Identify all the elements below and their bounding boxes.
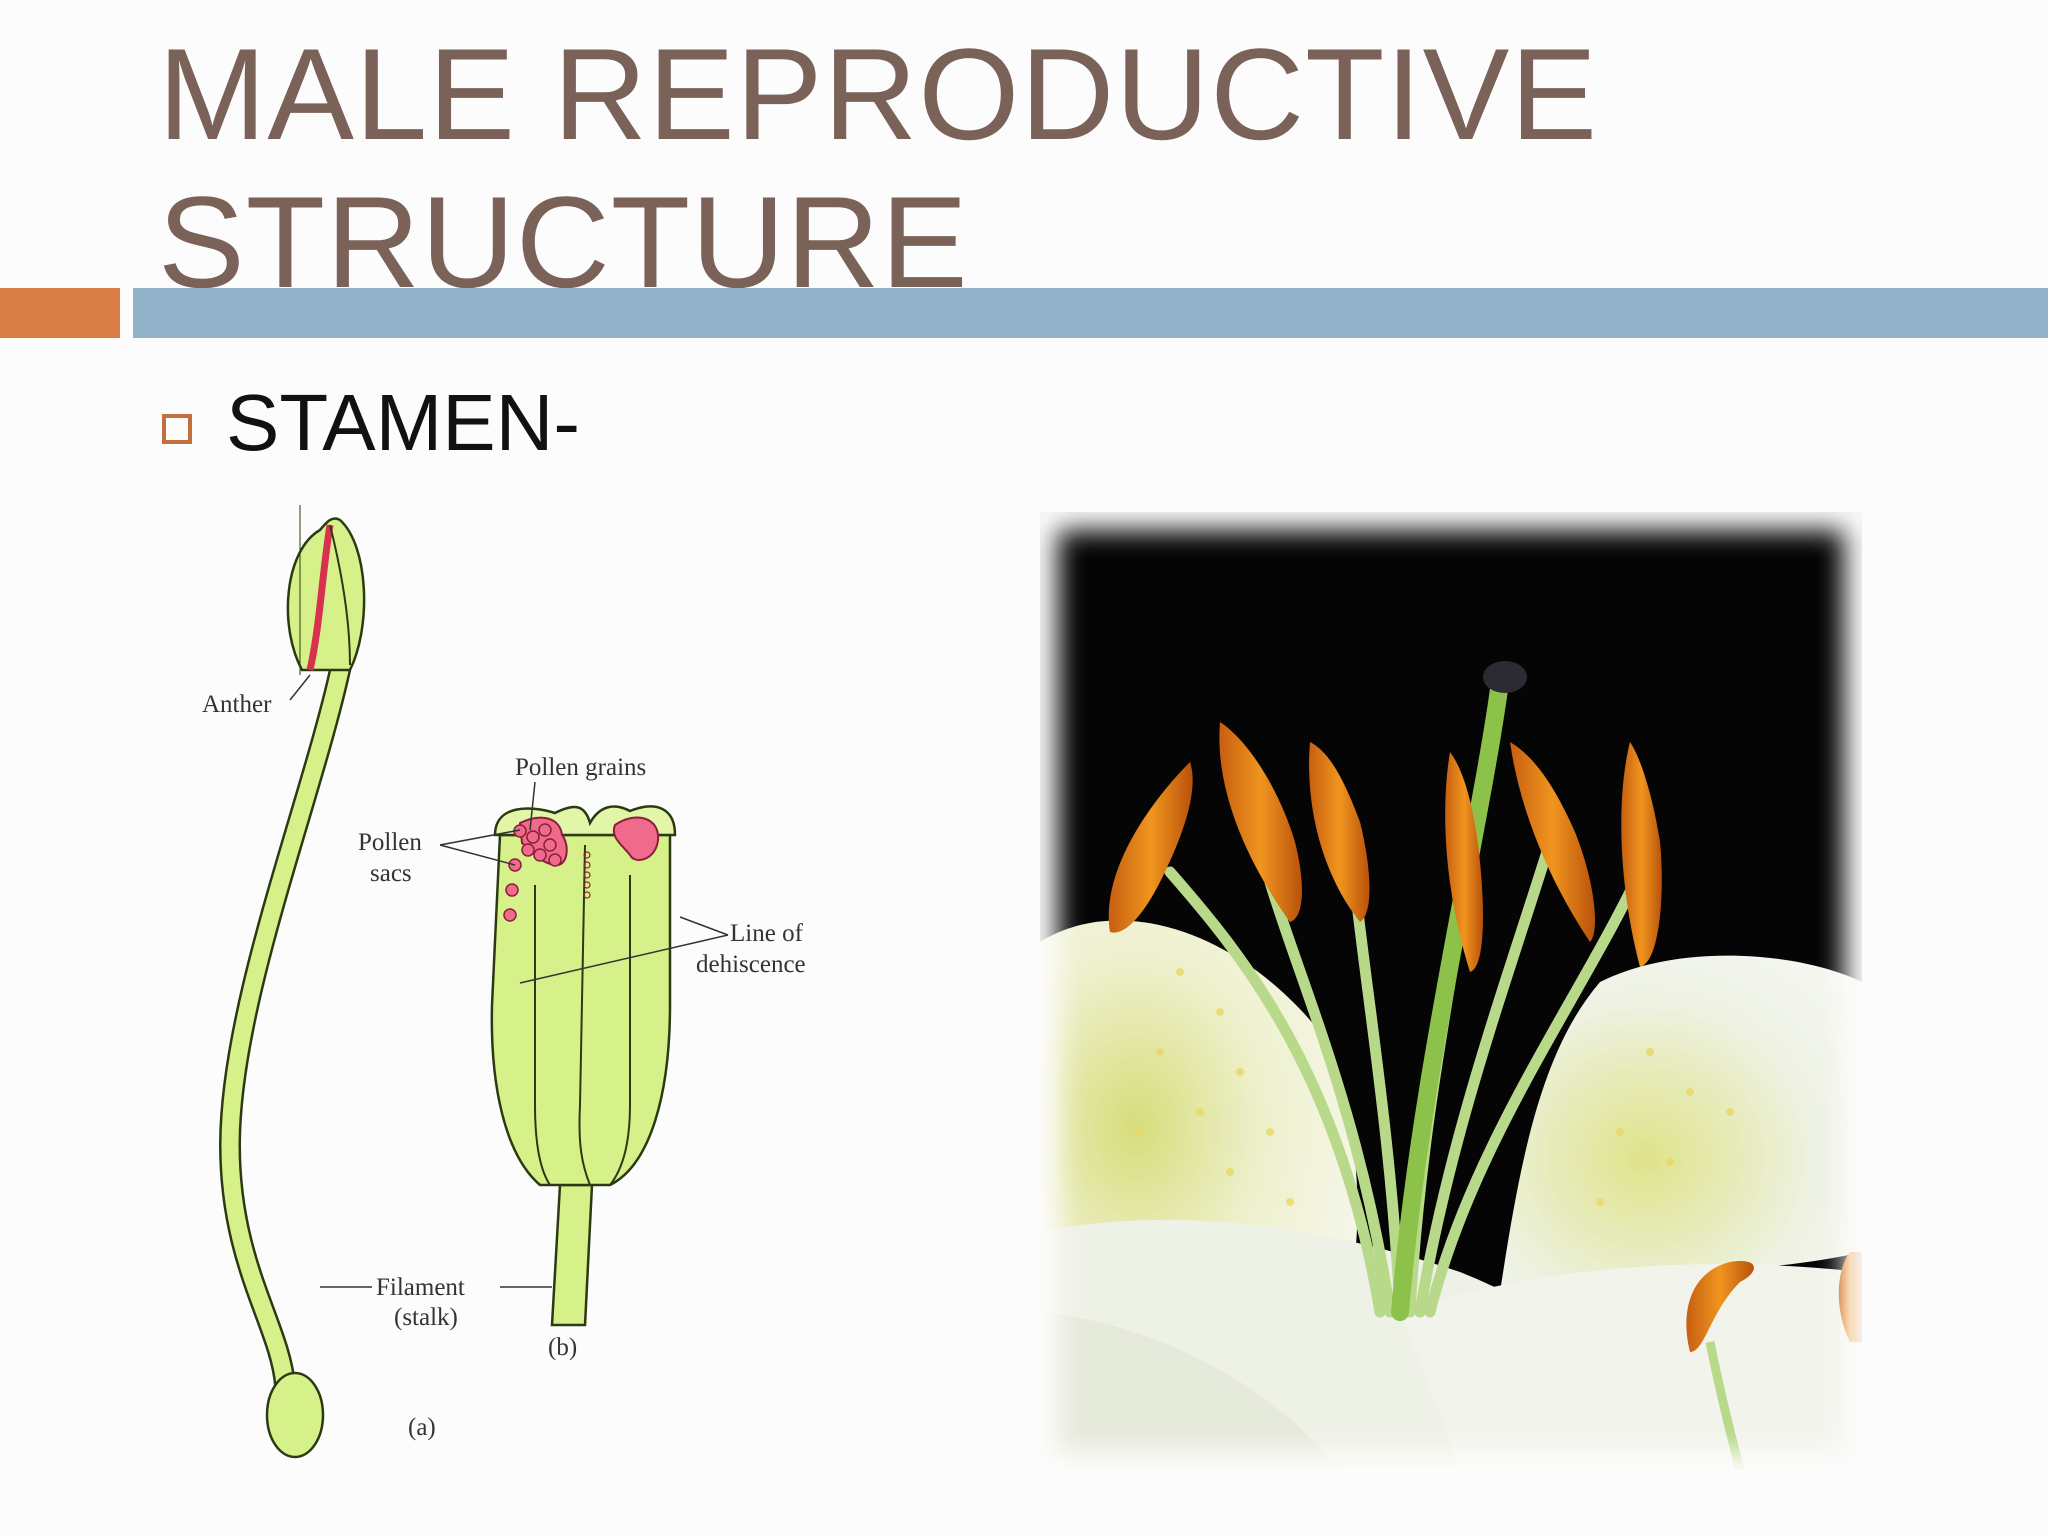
- bullet-item-stamen: STAMEN-: [162, 378, 580, 468]
- stigma: [1483, 661, 1527, 693]
- stamen-diagram: Anther (a): [190, 505, 890, 1465]
- stamen-a-figure: Anther (a): [202, 505, 436, 1459]
- pollen-sac-right: [612, 816, 660, 861]
- label-sacs: sacs: [370, 860, 412, 887]
- filament-base: [265, 1371, 325, 1459]
- bullet-square-icon: [162, 414, 192, 444]
- label-dehiscence: dehiscence: [696, 951, 806, 978]
- stamen-diagram-svg: Anther (a): [202, 505, 806, 1459]
- stamen-b-figure: Pollen grains Pollen sacs Line of dehisc…: [320, 754, 806, 1361]
- label-line-of: Line of: [730, 920, 804, 947]
- accent-bar-orange: [0, 288, 120, 338]
- label-fig-b: (b): [548, 1334, 577, 1361]
- label-stalk: (stalk): [394, 1304, 458, 1331]
- label-pollen: Pollen: [358, 829, 422, 856]
- lily-stamen-photo: [1040, 512, 1862, 1470]
- anther-shape: [286, 517, 366, 672]
- label-filament: Filament: [376, 1274, 465, 1301]
- lily-photo-svg: [1040, 512, 1862, 1470]
- slide-title-line-1: MALE REPRODUCTIVE: [158, 21, 1599, 167]
- accent-bar-blue: [133, 288, 2048, 338]
- slide-title: MALE REPRODUCTIVE STRUCTURE: [158, 20, 1958, 316]
- label-fig-a: (a): [408, 1414, 436, 1441]
- bullet-text: STAMEN-: [226, 378, 581, 467]
- anthers: [1108, 722, 1862, 1352]
- label-pollen-grains: Pollen grains: [515, 754, 646, 781]
- pollen-grains: [503, 823, 562, 922]
- label-anther: Anther: [202, 691, 272, 718]
